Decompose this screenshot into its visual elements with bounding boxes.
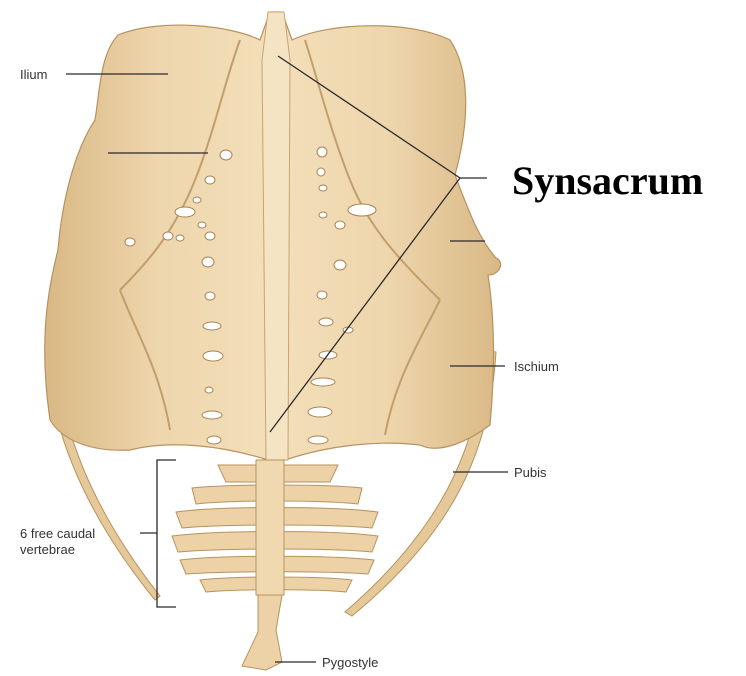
foramen bbox=[198, 222, 206, 228]
foramen bbox=[348, 204, 376, 216]
foramen bbox=[205, 292, 215, 300]
foramen bbox=[319, 318, 333, 326]
foramen bbox=[220, 150, 232, 160]
foramen bbox=[319, 212, 327, 218]
ilium-label: Ilium bbox=[20, 67, 47, 82]
pygostyle-label: Pygostyle bbox=[322, 655, 378, 670]
foramen bbox=[203, 351, 223, 361]
foramen bbox=[205, 387, 213, 393]
foramen bbox=[205, 176, 215, 184]
foramen bbox=[317, 147, 327, 157]
foramen bbox=[202, 257, 214, 267]
foramen bbox=[308, 436, 328, 444]
foramen bbox=[317, 168, 325, 176]
foramen bbox=[163, 232, 173, 240]
foramen bbox=[207, 436, 221, 444]
caudal-label-line1: 6 free caudal bbox=[20, 526, 95, 541]
synsacrum-label: Synsacrum bbox=[512, 158, 703, 203]
foramen bbox=[334, 260, 346, 270]
foramen bbox=[311, 378, 335, 386]
caudal-column bbox=[256, 460, 284, 595]
foramen bbox=[193, 197, 201, 203]
foramen bbox=[335, 221, 345, 229]
foramen bbox=[319, 185, 327, 191]
ischium-label: Ischium bbox=[514, 359, 559, 374]
foramen bbox=[125, 238, 135, 246]
foramen bbox=[176, 235, 184, 241]
pygostyle bbox=[242, 595, 282, 670]
sacral-ridge bbox=[262, 12, 290, 460]
caudal-vertebrae bbox=[172, 460, 378, 595]
foramen bbox=[205, 232, 215, 240]
foramen bbox=[175, 207, 195, 217]
foramen bbox=[317, 291, 327, 299]
caudal-label-line2: vertebrae bbox=[20, 542, 75, 557]
foramen bbox=[203, 322, 221, 330]
pubis-label: Pubis bbox=[514, 465, 547, 480]
foramen bbox=[202, 411, 222, 419]
foramen bbox=[308, 407, 332, 417]
